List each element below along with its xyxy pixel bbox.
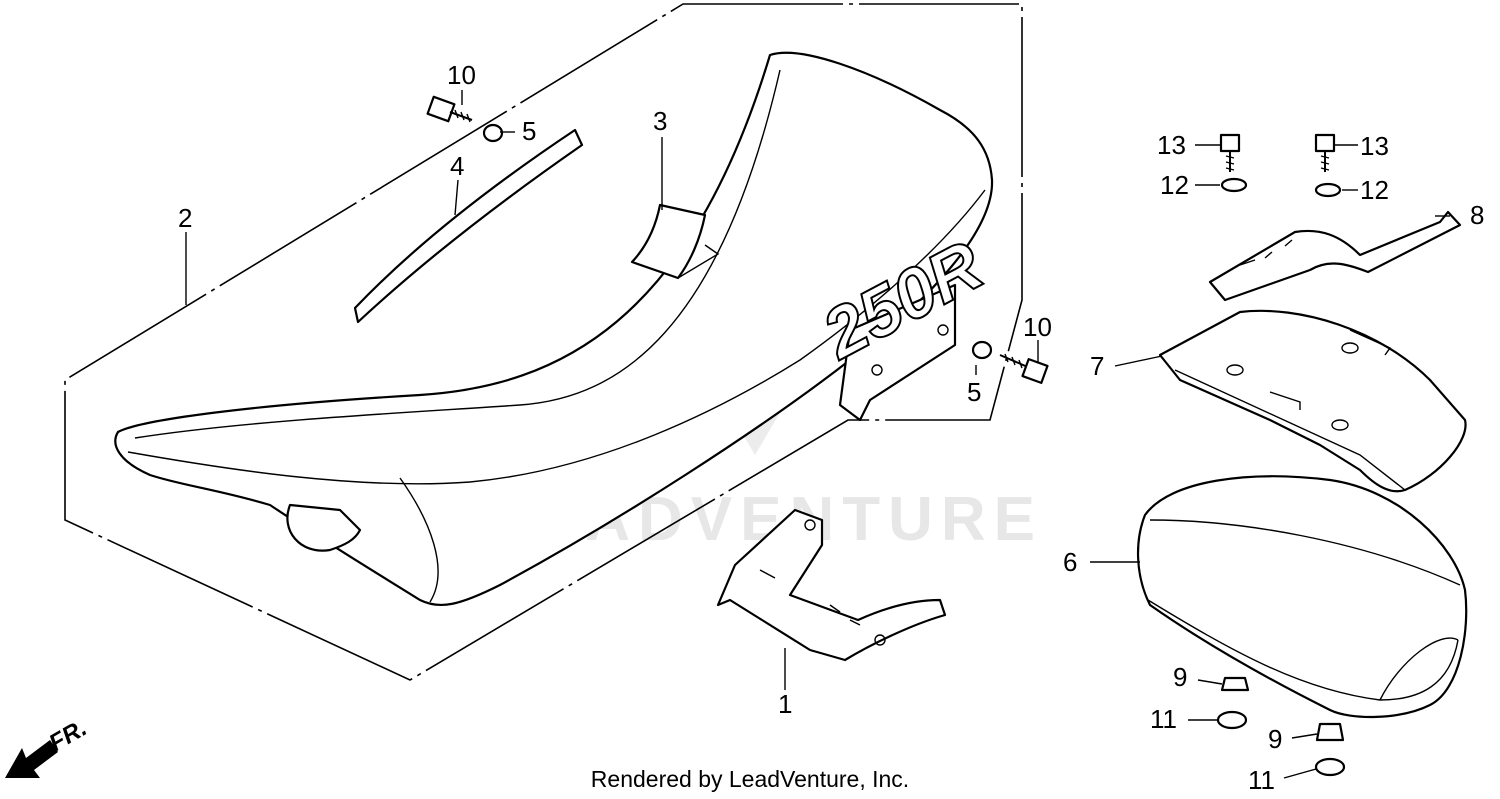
collar-5-right xyxy=(971,340,993,360)
callout-8: 8 xyxy=(1470,200,1484,230)
callout-10-right: 10 xyxy=(1023,312,1052,342)
callout-13-left: 13 xyxy=(1157,130,1186,160)
callout-9-left: 9 xyxy=(1173,662,1187,692)
washer-12-right xyxy=(1314,182,1342,198)
bolt-13-left xyxy=(1219,133,1241,172)
callout-3: 3 xyxy=(653,106,667,136)
nut-9-left xyxy=(1220,676,1250,692)
callout-12-right: 12 xyxy=(1360,175,1389,205)
credit-line: Rendered by LeadVenture, Inc. xyxy=(590,766,910,792)
washer-11-right xyxy=(1314,757,1346,777)
part-6-pouch xyxy=(1137,475,1468,719)
nut-9-right xyxy=(1315,722,1345,742)
callout-9-right: 9 xyxy=(1268,724,1282,754)
part-1-bracket xyxy=(716,508,947,662)
callout-4: 4 xyxy=(450,151,464,181)
collar-5-left xyxy=(482,123,504,143)
part-8-strap xyxy=(1208,210,1462,302)
callout-11-left: 11 xyxy=(1150,704,1177,734)
callout-labels: 1 2 3 4 5 5 6 7 8 9 9 10 10 11 11 12 12 … xyxy=(178,60,1484,795)
callout-10-left: 10 xyxy=(447,60,476,90)
part-7-plate xyxy=(1158,309,1467,493)
leader-lines xyxy=(185,90,1450,779)
washer-11-left xyxy=(1216,710,1248,730)
assembly-outline xyxy=(64,3,1023,681)
callout-5-left: 5 xyxy=(522,116,536,146)
bolt-10-left xyxy=(426,95,473,123)
callout-12-left: 12 xyxy=(1160,170,1189,200)
callout-7: 7 xyxy=(1090,351,1104,381)
callout-5-right: 5 xyxy=(967,377,981,407)
part-4-strip xyxy=(353,128,584,324)
callout-6: 6 xyxy=(1063,547,1077,577)
washer-12-left xyxy=(1220,177,1248,193)
front-arrow-icon xyxy=(5,740,58,778)
callout-11-right: 11 xyxy=(1248,765,1275,795)
callout-1: 1 xyxy=(778,689,792,719)
callout-2: 2 xyxy=(178,203,192,233)
bolt-13-right xyxy=(1314,133,1336,172)
bolt-10-right xyxy=(999,353,1049,384)
callout-13-right: 13 xyxy=(1360,131,1389,161)
